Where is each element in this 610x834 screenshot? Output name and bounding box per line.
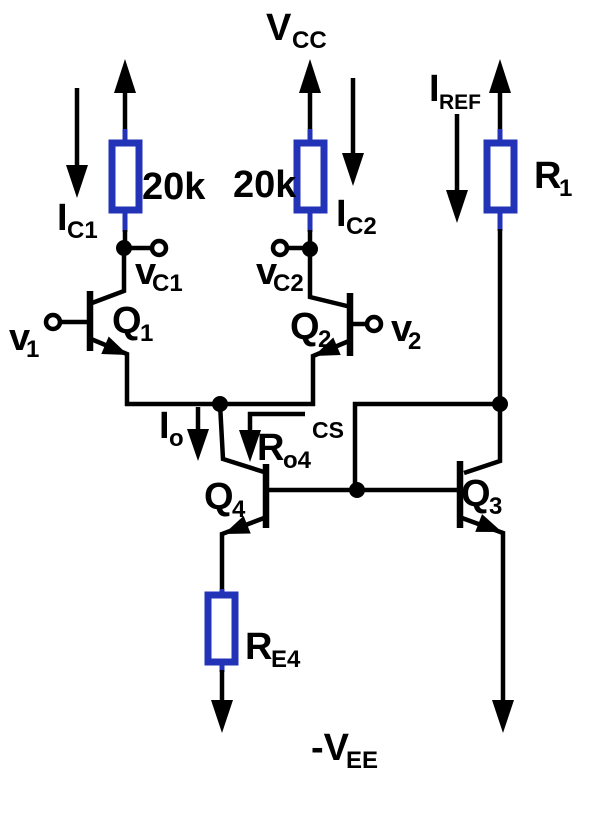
resistor-re4 <box>204 591 239 666</box>
node-vc1 <box>116 240 132 256</box>
resistor-r1 <box>483 139 518 214</box>
resistor-rc2 <box>293 139 328 214</box>
iref-label-sub: REF <box>439 91 481 114</box>
q4-label: Q <box>204 476 234 518</box>
q3-collector-wire <box>463 404 503 476</box>
rc2-value-label: 20k <box>233 164 297 206</box>
q1-emitter-wire <box>90 336 130 406</box>
q1-label: Q <box>112 300 142 342</box>
resistors <box>108 139 518 666</box>
q2-label-sub: 2 <box>318 326 331 353</box>
vcc-mid-arrowhead <box>299 59 321 93</box>
ic1-label-sub: C1 <box>67 217 98 244</box>
ic2-arrowhead <box>342 153 364 186</box>
resistor-rc1 <box>108 139 143 214</box>
r1-up-arrowhead <box>489 59 511 93</box>
q4-emitter-arrowhead <box>224 515 251 534</box>
node-vc2 <box>302 241 318 257</box>
mirror-tie-wire <box>352 401 500 490</box>
ro4-bracket <box>247 411 305 436</box>
vc1-label-sub: C1 <box>152 270 183 297</box>
vee-label: -V <box>311 727 350 769</box>
ro4-label-sub: o4 <box>283 447 312 474</box>
node-mirror-base <box>349 482 365 498</box>
re4-label-sub: E4 <box>271 646 301 673</box>
v1-label-sub: 1 <box>26 336 39 363</box>
q4-collector-wire <box>217 403 265 475</box>
re4-label: R <box>245 626 272 668</box>
r1-label-sub: 1 <box>559 175 572 202</box>
vcc-label: V <box>266 7 292 49</box>
v1-label: v <box>9 317 30 359</box>
vc2-label-sub: C2 <box>273 270 304 297</box>
rc1-value-label: 20k <box>142 166 206 208</box>
q3-label: Q <box>461 473 491 515</box>
terminal-vc2 <box>270 238 290 258</box>
q2-emitter-arrowhead <box>314 337 341 356</box>
q4-label-sub: 4 <box>232 496 246 523</box>
terminal-v1 <box>43 312 63 332</box>
io-label: I <box>159 405 170 447</box>
v2-label: v <box>391 308 412 350</box>
vcc-left-arrowhead <box>114 59 136 93</box>
ic1-label: I <box>57 197 68 239</box>
node-emitter-rail <box>212 396 228 412</box>
node-iref-collector <box>492 396 508 412</box>
ic2-label: I <box>336 193 347 235</box>
q2-label: Q <box>290 306 320 348</box>
q4-emitter-wire <box>219 515 265 591</box>
q2-emitter-wire <box>310 338 350 406</box>
q3-label-sub: 3 <box>489 493 502 520</box>
cs-label: CS <box>312 417 344 443</box>
vcc-label-sub: CC <box>292 27 327 54</box>
nodes <box>43 238 508 498</box>
re4-vee-arrowhead <box>211 700 233 733</box>
terminal-vc1 <box>149 238 169 258</box>
transistor-bars <box>86 291 464 528</box>
q1-collector-wire <box>91 248 127 306</box>
vc1-label: v <box>135 251 156 293</box>
q3-emitter-wire <box>461 515 506 708</box>
vee-label-sub: EE <box>346 747 378 774</box>
iref-arrowhead <box>446 190 468 223</box>
vc2-label: v <box>256 251 277 293</box>
q1-label-sub: 1 <box>140 320 153 347</box>
arrowheads <box>66 59 514 733</box>
r1-label: R <box>534 155 561 197</box>
v2-label-sub: 2 <box>408 328 421 355</box>
q1-emitter-arrowhead <box>101 336 128 355</box>
q3-vee-arrowhead <box>492 700 514 733</box>
q2-collector-wire <box>307 249 352 310</box>
labels: V CC I C1 20k 20k I C2 I REF R 1 v C1 v … <box>9 7 572 774</box>
iref-label: I <box>429 68 440 110</box>
io-label-sub: o <box>169 425 184 452</box>
ro4-arrowhead <box>239 430 261 462</box>
io-arrowhead <box>187 429 209 461</box>
q3-emitter-arrowhead <box>475 514 502 532</box>
ic1-arrowhead <box>66 165 88 198</box>
terminal-v2 <box>364 314 384 334</box>
ro4-label: R <box>257 427 284 469</box>
ic2-label-sub: C2 <box>346 213 377 240</box>
